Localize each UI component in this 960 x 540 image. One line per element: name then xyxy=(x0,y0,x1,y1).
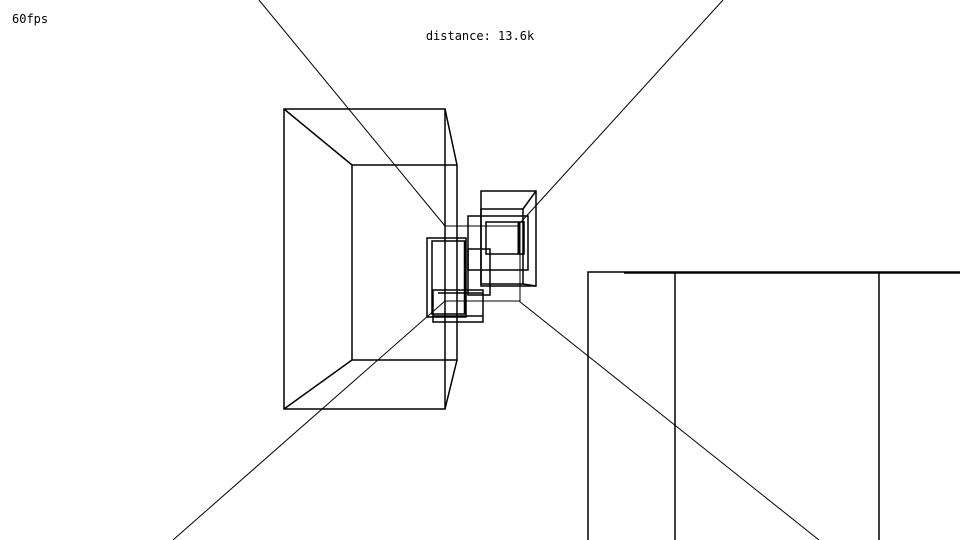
obstacle-cluster-far xyxy=(426,190,537,323)
distance-readout: distance: 13.6k xyxy=(425,29,535,43)
obstacle-far-box xyxy=(467,215,529,271)
tunnel-edge-bottom-right xyxy=(518,300,820,540)
obstacle-edge xyxy=(283,108,353,166)
obstacle-back-face xyxy=(351,164,458,361)
obstacle-front-face xyxy=(283,108,446,410)
fps-counter: 60fps xyxy=(12,12,49,26)
tunnel-edge-top-right xyxy=(520,0,724,223)
obstacle-edge xyxy=(522,190,537,210)
tunnel-perspective-lines xyxy=(172,0,820,540)
obstacle-far-box xyxy=(431,240,466,315)
obstacle-far-box xyxy=(480,208,524,285)
obstacle-box-near-right xyxy=(587,271,960,540)
tunnel-edge-bottom-left xyxy=(172,300,446,540)
obstacle-edge xyxy=(283,359,353,410)
obstacle-far-box xyxy=(485,221,525,255)
obstacle-far-box xyxy=(432,289,484,323)
obstacle-edge xyxy=(444,108,458,166)
obstacle-far-box xyxy=(467,248,491,296)
obstacle-box-near-left xyxy=(283,108,458,410)
obstacle-edge xyxy=(522,283,537,287)
obstacle-edge xyxy=(444,359,458,410)
obstacle-front-face xyxy=(587,271,960,540)
tunnel-edge-top-left xyxy=(258,0,446,227)
